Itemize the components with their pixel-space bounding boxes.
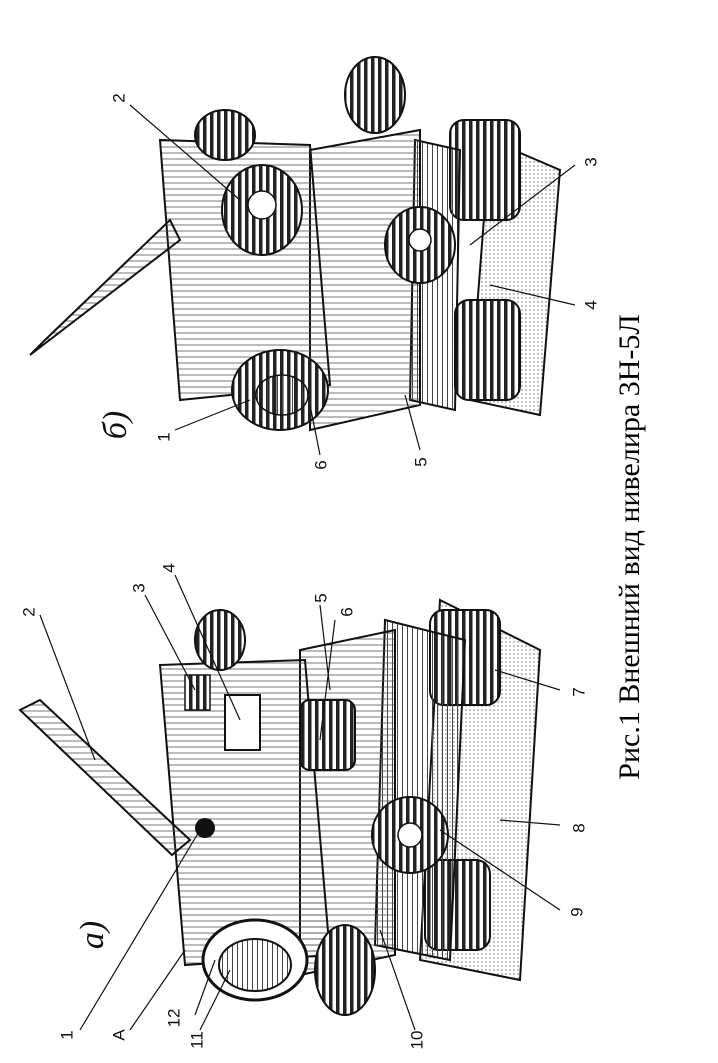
callout-number: 9: [567, 907, 586, 916]
focus-knob-center-a: [397, 822, 423, 848]
callout-number: 4: [159, 563, 178, 572]
callout-number: 1: [154, 432, 173, 441]
focus-knob-center-b: [408, 228, 432, 252]
view-b-drawing: 1 2 3 4 5 6 б): [29, 56, 600, 470]
sight-rod-a: [18, 698, 192, 857]
callout-number: 8: [569, 823, 588, 832]
foot-screw-b: [454, 299, 521, 401]
callout-number: 5: [311, 593, 330, 602]
callout-number: 3: [129, 583, 148, 592]
side-knob-b: [344, 56, 406, 134]
figure-caption: Рис.1 Внешний вид нивелира 3Н-5Л: [613, 314, 646, 780]
sight-dot-a: [195, 818, 215, 838]
leader-lines-a: [39, 574, 561, 1031]
sight-rod-b: [29, 218, 182, 356]
bottom-knob-a: [314, 924, 376, 1016]
callout-number: 10: [407, 1031, 426, 1050]
small-square-a: [184, 674, 211, 711]
view-b-label: б): [97, 411, 134, 439]
callout-number: 2: [109, 93, 128, 102]
leader-lines-b: [129, 104, 576, 456]
objective-knob-center-b: [247, 190, 277, 220]
callout-number: 11: [187, 1031, 206, 1049]
callout-number: A: [109, 1029, 128, 1041]
view-a-label: а): [74, 921, 111, 949]
callout-number: 6: [337, 607, 356, 616]
callout-number: 6: [311, 460, 330, 469]
side-knob-a: [299, 699, 356, 771]
callouts-view-b: 1 2 3 4 5 6: [109, 93, 600, 469]
callout-number: 4: [581, 300, 600, 309]
rear-knob-b: [194, 109, 256, 161]
bubble-window-a: [224, 694, 261, 751]
callout-number: 3: [581, 157, 600, 166]
eyepiece-lens-a: [218, 938, 292, 992]
eyepiece-lens-b: [255, 374, 309, 416]
callout-number: 1: [57, 1030, 76, 1039]
callout-number: 5: [411, 457, 430, 466]
callout-number: 2: [19, 607, 38, 616]
callout-number: 7: [569, 687, 588, 696]
callout-number: 12: [164, 1009, 183, 1028]
top-knob-a: [194, 609, 246, 671]
